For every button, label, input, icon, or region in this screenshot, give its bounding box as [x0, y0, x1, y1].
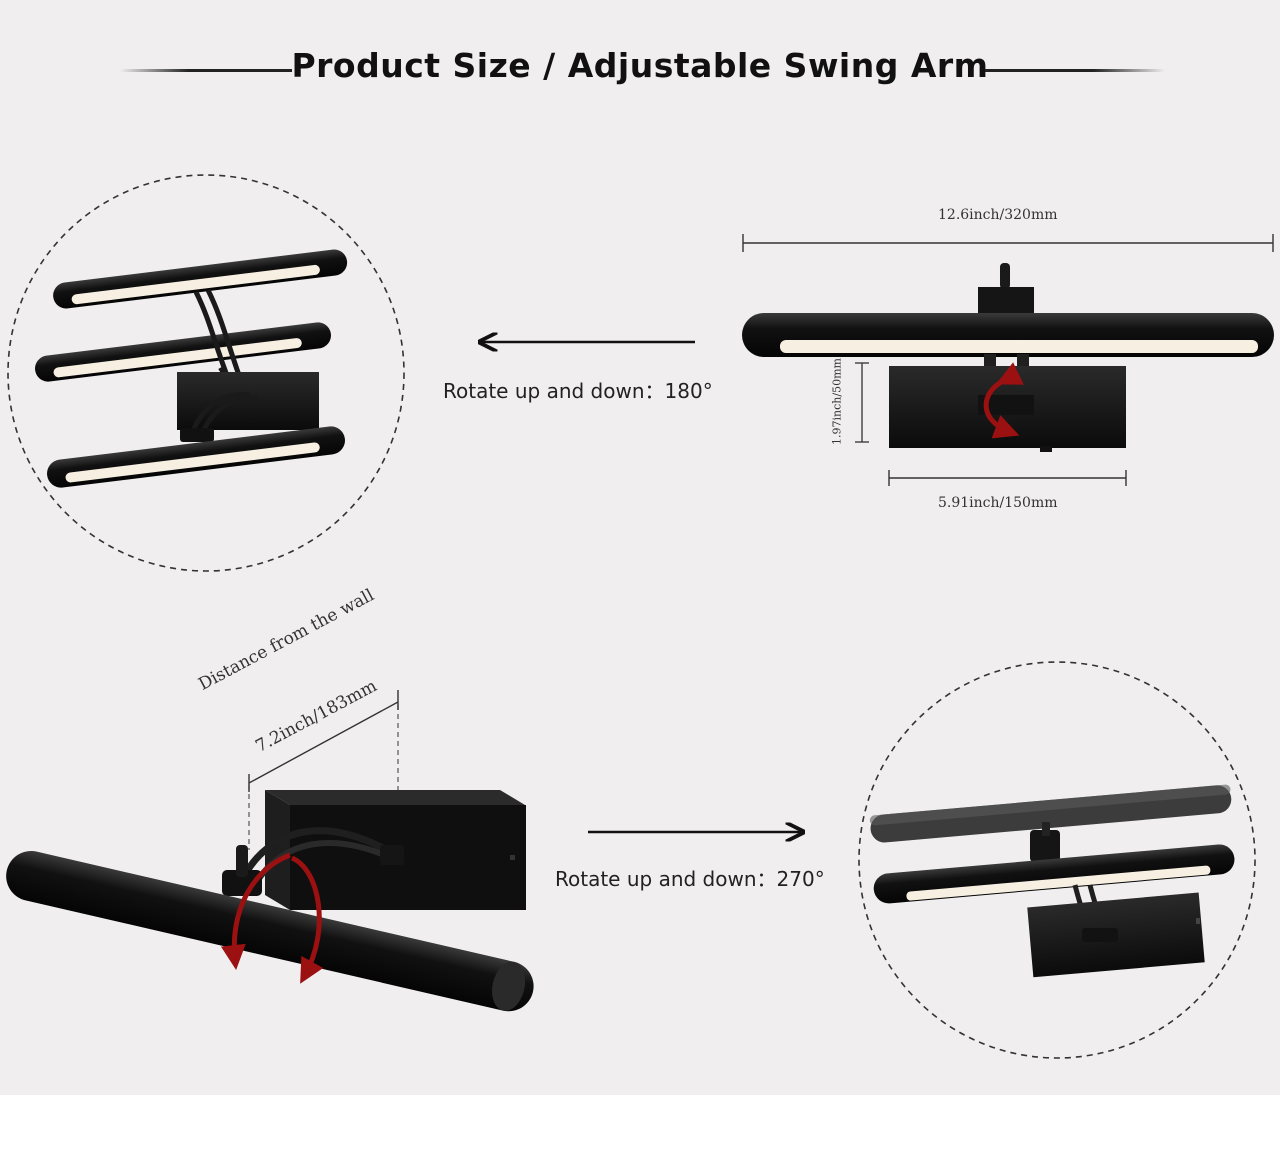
rotate-270-caption: Rotate up and down：270°: [555, 867, 825, 891]
base-width-dimension-label: 5.91inch/150mm: [938, 495, 1058, 511]
height-dimension-label: 1.97inch/50mm: [830, 358, 844, 445]
rotate-180-caption: Rotate up and down：180°: [443, 379, 713, 403]
width-dimension-label: 12.6inch/320mm: [938, 207, 1058, 223]
page-title: Product Size / Adjustable Swing Arm: [291, 46, 989, 85]
front-view-lamp: [742, 234, 1274, 486]
title-divider-left: [120, 69, 292, 72]
rotation-270-detail-circle: [858, 661, 1256, 1059]
rotation-180-detail-circle: [7, 174, 405, 572]
bottom-margin: [0, 1095, 1280, 1170]
side-view-lamp: [6, 690, 534, 1012]
title-divider-right: [985, 69, 1165, 72]
